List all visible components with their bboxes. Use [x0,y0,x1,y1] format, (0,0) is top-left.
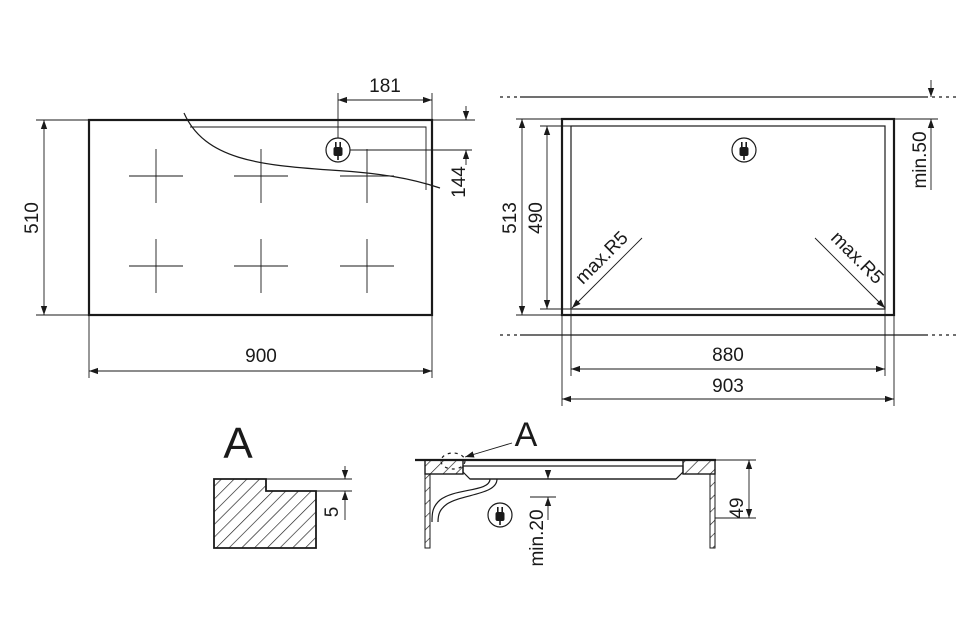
zone-cross [340,149,394,203]
hob-outline [87,118,434,317]
dim-510: 510 [22,202,43,234]
section-view: A min.20 49 [415,416,756,567]
dim-min-50: min.50 [910,131,931,188]
zone-cross [340,239,394,293]
zone-cross [234,239,288,293]
detail-a: A 5 [213,419,352,549]
plug-icon [731,137,757,163]
dim-5: 5 [322,507,343,518]
dim-181: 181 [369,76,401,97]
dim-49: 49 [727,497,748,518]
dim-513: 513 [500,202,521,234]
zone-cross [129,149,183,203]
detail-a-title: A [223,419,253,468]
detail-a-section [213,478,317,549]
plug-icon [487,502,513,528]
dim-490: 490 [526,202,547,234]
cutout-inner [570,125,886,310]
cutout-view: max.R5 max.R5 513 490 min.50 880 903 [500,80,960,406]
radius-left: max.R5 [572,228,633,289]
dim-144: 144 [449,166,470,198]
dim-900: 900 [245,346,277,367]
cutout-outer [560,117,896,317]
cooking-zone-marks [129,149,394,293]
worktop-left [424,459,464,475]
dim-min-20: min.20 [527,509,548,566]
dim-903: 903 [712,376,744,397]
hob-top-view: 181 144 510 900 [22,76,475,378]
worktop-right [682,459,716,475]
plug-icon [325,137,351,163]
dim-880: 880 [712,345,744,366]
cable-curve [183,112,441,189]
section-callout-a: A [515,416,538,454]
zone-cross [129,239,183,293]
zone-cross [234,149,288,203]
